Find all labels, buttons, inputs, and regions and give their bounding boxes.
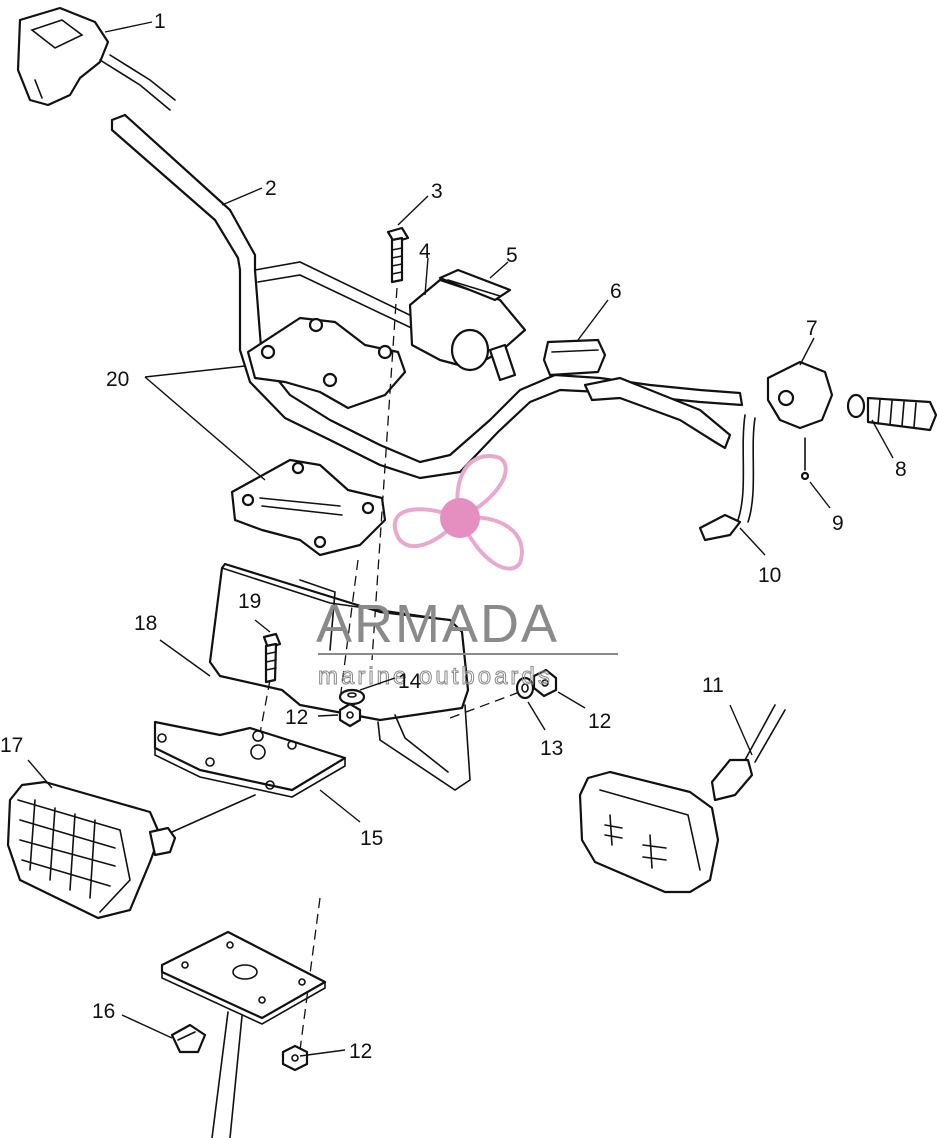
- callout-7: 7: [806, 317, 818, 340]
- upper-clamp-20: [246, 316, 407, 410]
- nut-12-right: [532, 668, 558, 698]
- callout-11: 11: [702, 674, 724, 697]
- lower-clamp-20: [230, 458, 387, 557]
- callout-4: 4: [419, 240, 431, 263]
- nut-12-left: [338, 702, 362, 728]
- callout-15: 15: [360, 827, 383, 850]
- grip-8: [846, 393, 937, 432]
- callout-3: 3: [431, 180, 443, 203]
- cover-5: [438, 268, 517, 382]
- mounting-plate-15: [153, 720, 347, 798]
- propeller-blade: [392, 507, 464, 548]
- headlight-11: [578, 704, 786, 894]
- callout-12-bottom: 12: [349, 1040, 372, 1063]
- propeller-icon: [392, 454, 524, 571]
- bolt-19: [262, 632, 282, 684]
- callout-8: 8: [895, 458, 907, 481]
- propeller-blade: [455, 454, 508, 521]
- watermark-subtitle: marine outboards: [318, 663, 553, 690]
- callout-1: 1: [154, 10, 166, 33]
- callout-2: 2: [265, 177, 277, 200]
- brake-lever-6: [542, 338, 732, 450]
- callout-12-right: 12: [588, 710, 611, 733]
- clip-16: [170, 1023, 207, 1054]
- handlebar: [110, 113, 744, 480]
- callout-16: 16: [92, 1000, 115, 1023]
- callout-12-left: 12: [285, 706, 308, 729]
- washer-14: [338, 688, 366, 706]
- callout-labels: 1 2 3 4 5 6 7 8 9 10 11 12 12 12 13 14 1…: [0, 10, 907, 1063]
- throttle-control-7: [698, 360, 834, 542]
- propeller-blade: [457, 515, 524, 571]
- watermark-logo: ARMADA marine outboards: [316, 454, 618, 691]
- headlight-17: [6, 780, 256, 920]
- screw-9: [800, 437, 810, 481]
- bolt-3: [386, 226, 410, 284]
- callout-13: 13: [540, 737, 563, 760]
- callout-18: 18: [134, 612, 157, 635]
- light-bracket-18: [208, 562, 471, 791]
- leader-lines: [27, 21, 894, 1057]
- watermark-title: ARMADA: [316, 594, 559, 654]
- propeller-hub: [440, 498, 480, 538]
- callout-6: 6: [610, 280, 622, 303]
- nut-12-bottom: [281, 1044, 309, 1072]
- callout-14: 14: [398, 670, 422, 693]
- stem-plate: [160, 930, 327, 1138]
- callout-5: 5: [506, 244, 518, 267]
- callout-20: 20: [106, 368, 129, 391]
- callout-9: 9: [832, 512, 844, 535]
- callout-10: 10: [758, 564, 781, 587]
- left-control-housing: [16, 6, 176, 111]
- callout-19: 19: [238, 590, 261, 613]
- callout-17: 17: [0, 734, 23, 757]
